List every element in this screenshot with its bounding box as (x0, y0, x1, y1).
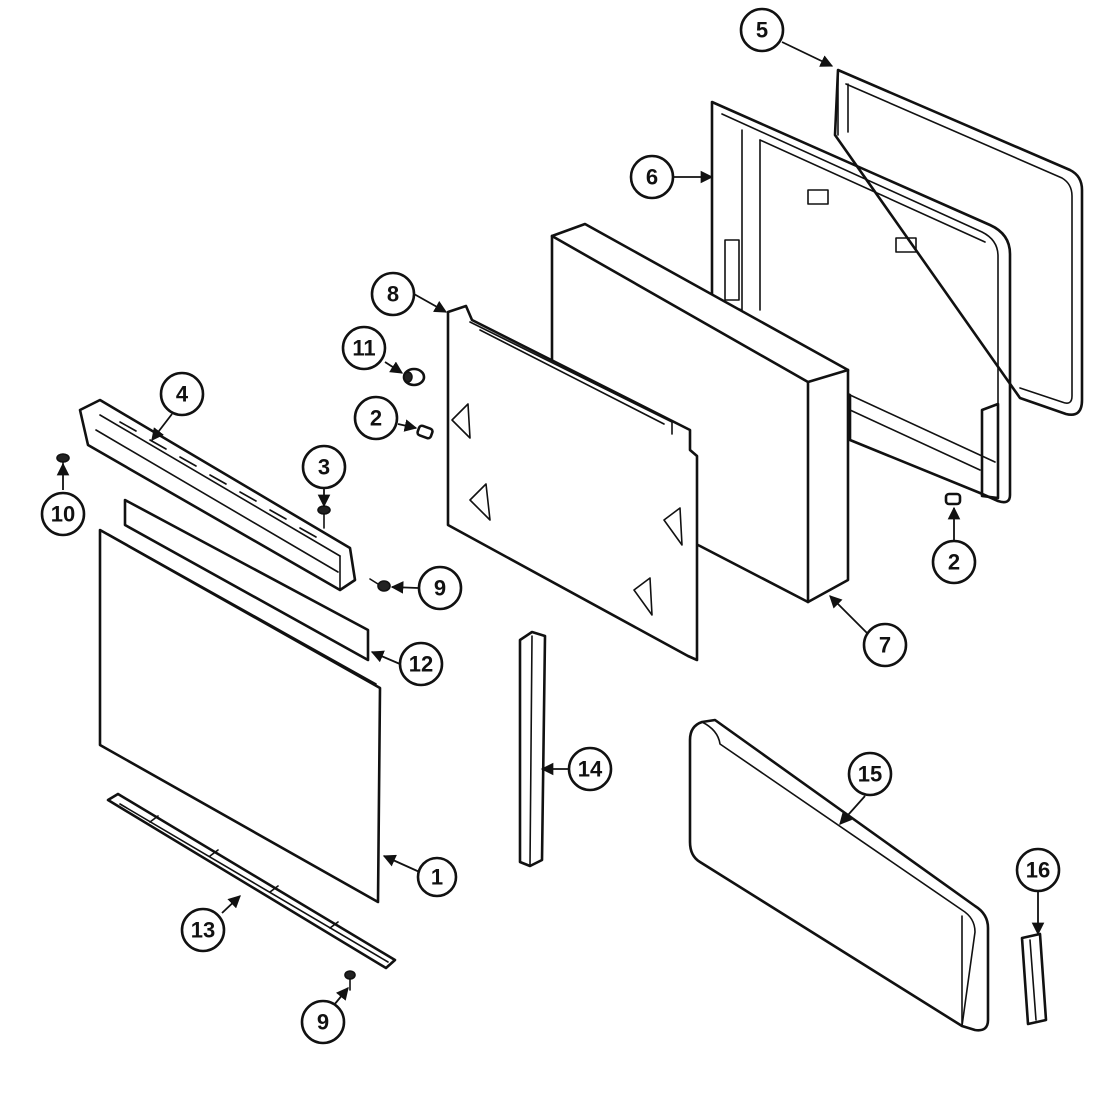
callout-label: 1 (431, 865, 443, 890)
callout-11: 11 (341, 325, 387, 371)
part-12-glass-strip (123, 498, 370, 662)
callout-10: 10 (40, 491, 86, 537)
callout-label: 11 (352, 336, 375, 361)
part-1-door-panel (98, 528, 382, 904)
callout-2-right: 2 (931, 539, 977, 585)
callout-14: 14 (567, 746, 613, 792)
part-11-bumper (402, 367, 426, 387)
part-13-bottom-trim (106, 792, 397, 970)
part-2-spacer-right (944, 492, 962, 506)
callout-16: 16 (1015, 847, 1061, 893)
part-15-drawer-panel (688, 718, 990, 1032)
callout-4: 4 (159, 371, 205, 417)
callout-label: 9 (317, 1010, 329, 1035)
part-8-inner-panel (446, 304, 699, 662)
part-3-screw (317, 505, 331, 529)
callout-12: 12 (398, 641, 444, 687)
callout-6: 6 (629, 154, 675, 200)
callout-label: 10 (51, 502, 75, 527)
part-5-frame (833, 68, 1084, 416)
callout-label: 2 (948, 550, 960, 575)
callout-label: 12 (409, 652, 433, 677)
callout-label: 4 (176, 382, 189, 407)
callout-label: 3 (318, 455, 330, 480)
callout-2-left: 2 (353, 395, 399, 441)
part-9-screw-upper (369, 578, 391, 592)
part-4-vent-trim (78, 398, 357, 592)
callout-label: 13 (191, 918, 215, 943)
callout-label: 5 (756, 18, 768, 43)
leader-lines (56, 41, 1045, 1006)
callout-8: 8 (370, 271, 416, 317)
callout-13: 13 (180, 907, 226, 953)
callout-label: 9 (434, 576, 446, 601)
part-16-bracket (1020, 932, 1048, 1026)
callout-7: 7 (862, 622, 908, 668)
callout-9-upper: 9 (417, 565, 463, 611)
callout-label: 2 (370, 406, 382, 431)
callout-1: 1 (416, 856, 458, 898)
callout-label: 15 (858, 762, 882, 787)
part-6-inner-frame (710, 100, 1012, 504)
callout-label: 8 (387, 282, 399, 307)
callout-9-lower: 9 (300, 999, 346, 1045)
callout-label: 6 (646, 165, 658, 190)
part-2-spacer-left (416, 424, 434, 440)
callout-3: 3 (301, 444, 347, 490)
callout-15: 15 (847, 751, 893, 797)
part-14-side-trim (518, 630, 547, 868)
part-9-screw-lower (344, 970, 356, 991)
callout-label: 7 (879, 633, 891, 658)
callout-5: 5 (739, 7, 785, 53)
callout-label: 16 (1026, 858, 1050, 883)
callout-label: 14 (578, 757, 603, 782)
